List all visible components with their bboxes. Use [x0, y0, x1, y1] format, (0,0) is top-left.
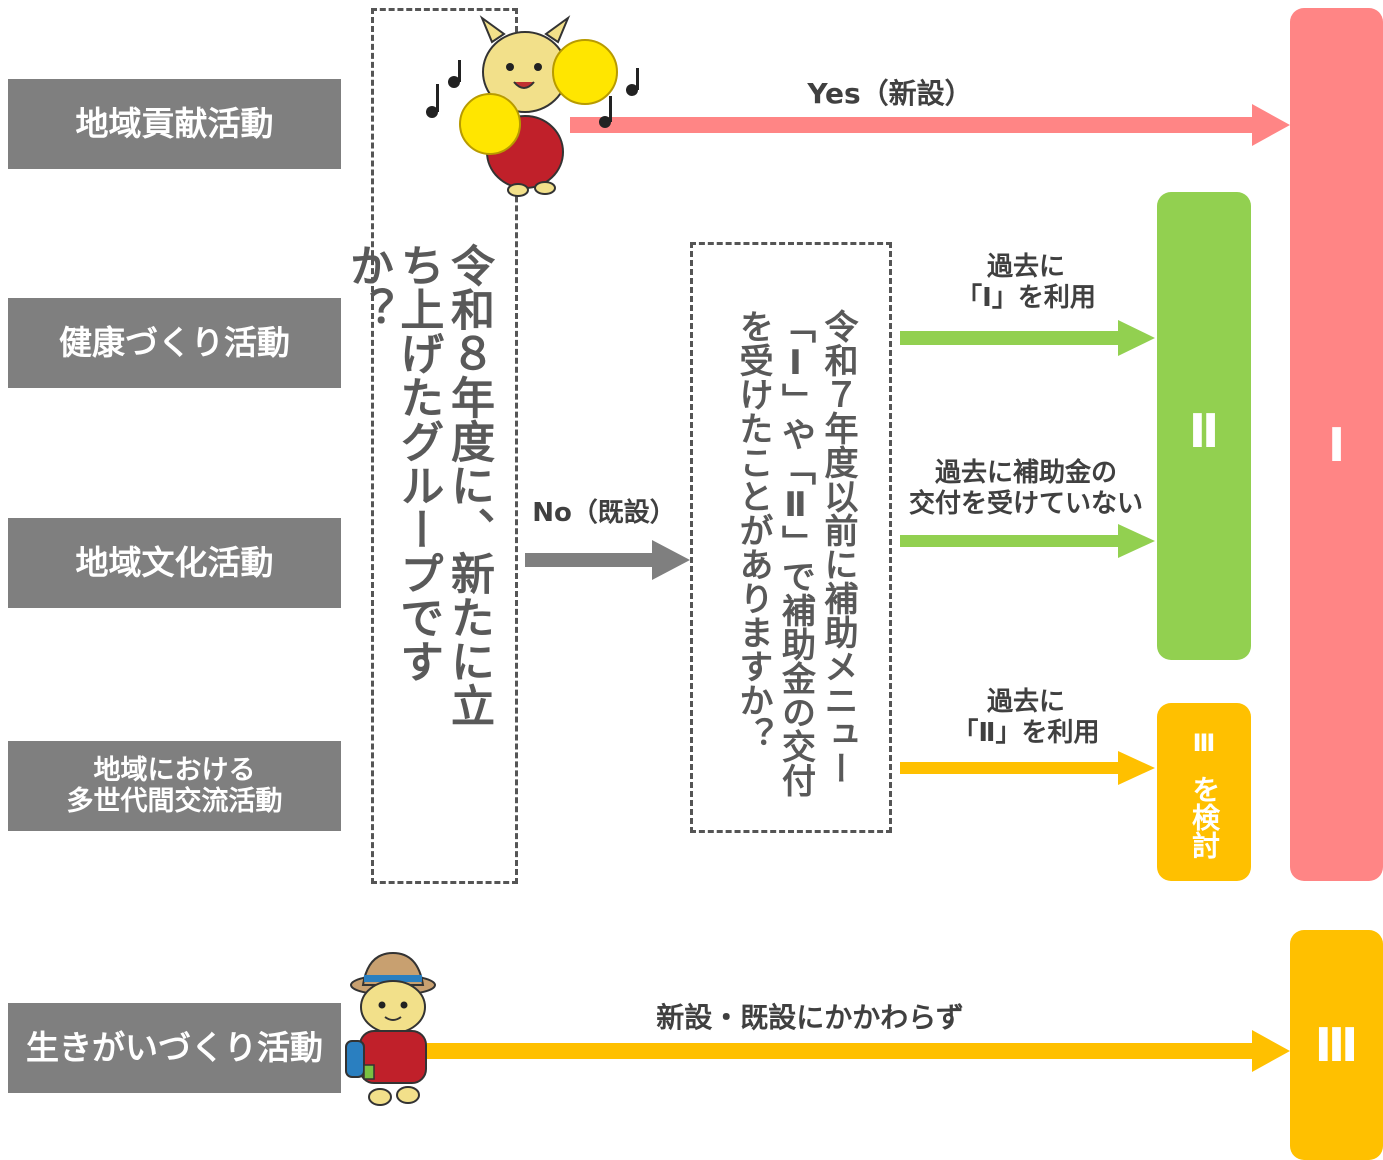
label-regardless: 新設・既設にかかわらず: [656, 1001, 964, 1034]
category-label: 生きがいづくり活動: [26, 1028, 323, 1068]
hiker-mascot-illustration: [345, 951, 436, 1106]
category-label: 地域貢献活動: [75, 104, 274, 144]
label-used-1: 過去に 「Ⅰ」を利用: [956, 252, 1096, 314]
arrow-yes: [570, 104, 1290, 146]
menu-3-consider-number: Ⅲ: [1192, 729, 1216, 757]
menu-3-consider-box: Ⅲ を検討: [1157, 703, 1251, 881]
category-label: 地域文化活動: [75, 543, 274, 583]
menu-1-label: Ⅰ: [1327, 417, 1346, 472]
category-culture: 地域文化活動: [8, 518, 341, 608]
menu-1-box: Ⅰ: [1290, 8, 1383, 881]
arrow-regardless: [420, 1030, 1290, 1072]
arrow-not-received: [900, 524, 1155, 558]
category-ikigai: 生きがいづくり活動: [8, 1003, 341, 1093]
category-community-contribution: 地域貢献活動: [8, 79, 341, 169]
label-used-2: 過去に 「Ⅱ」を利用: [952, 687, 1100, 749]
category-label: 地域における 多世代間交流活動: [66, 754, 283, 817]
menu-3-label: Ⅲ: [1314, 1018, 1359, 1072]
label-not-received: 過去に補助金の 交付を受けていない: [908, 458, 1143, 520]
menu-2-box: Ⅱ: [1157, 192, 1251, 660]
label-no: No（既設）: [532, 498, 676, 528]
menu-3-consider-text: を検討: [1188, 775, 1221, 859]
arrow-no: [525, 540, 690, 580]
category-label: 健康づくり活動: [59, 323, 290, 363]
menu-3-box: Ⅲ: [1290, 930, 1383, 1160]
category-health: 健康づくり活動: [8, 298, 341, 388]
arrow-used-1: [900, 320, 1155, 356]
question1-box: 令和８年度に、新たに立ち上げたグループですか？: [342, 8, 518, 884]
question2-text: 令和７年度以前に補助メニュー「Ⅰ」や「Ⅱ」で補助金の交付を受けたことがありますか…: [733, 309, 858, 797]
arrow-used-2: [900, 751, 1155, 785]
question1-text: 令和８年度に、新たに立ち上げたグループですか？: [341, 243, 494, 727]
menu-2-label: Ⅱ: [1188, 404, 1220, 458]
cheerleader-mascot-illustration: [426, 15, 639, 197]
label-yes: Yes（新設）: [807, 77, 973, 110]
category-intergenerational: 地域における 多世代間交流活動: [8, 741, 341, 831]
question2-box: 令和７年度以前に補助メニュー「Ⅰ」や「Ⅱ」で補助金の交付を受けたことがありますか…: [690, 242, 892, 833]
